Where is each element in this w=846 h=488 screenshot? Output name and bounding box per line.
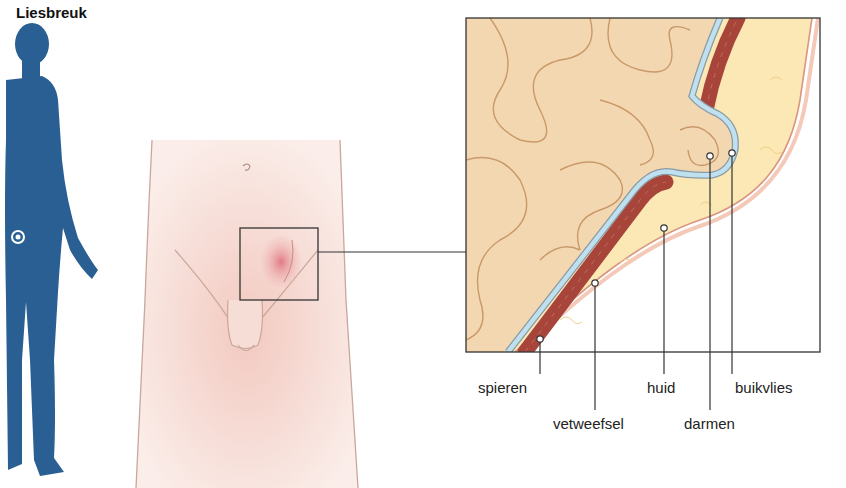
zoom-cross-section: [466, 18, 820, 352]
part-label: vetweefsel: [553, 415, 624, 433]
diagram-title: Liesbreuk: [16, 4, 87, 22]
part-label: huid: [647, 379, 675, 397]
leader-lines: [537, 150, 735, 410]
torso-front: [136, 140, 466, 488]
body-silhouette: [5, 23, 98, 476]
part-label: spieren: [478, 379, 527, 397]
part-label: darmen: [684, 415, 735, 433]
part-label: buikvlies: [735, 379, 793, 397]
